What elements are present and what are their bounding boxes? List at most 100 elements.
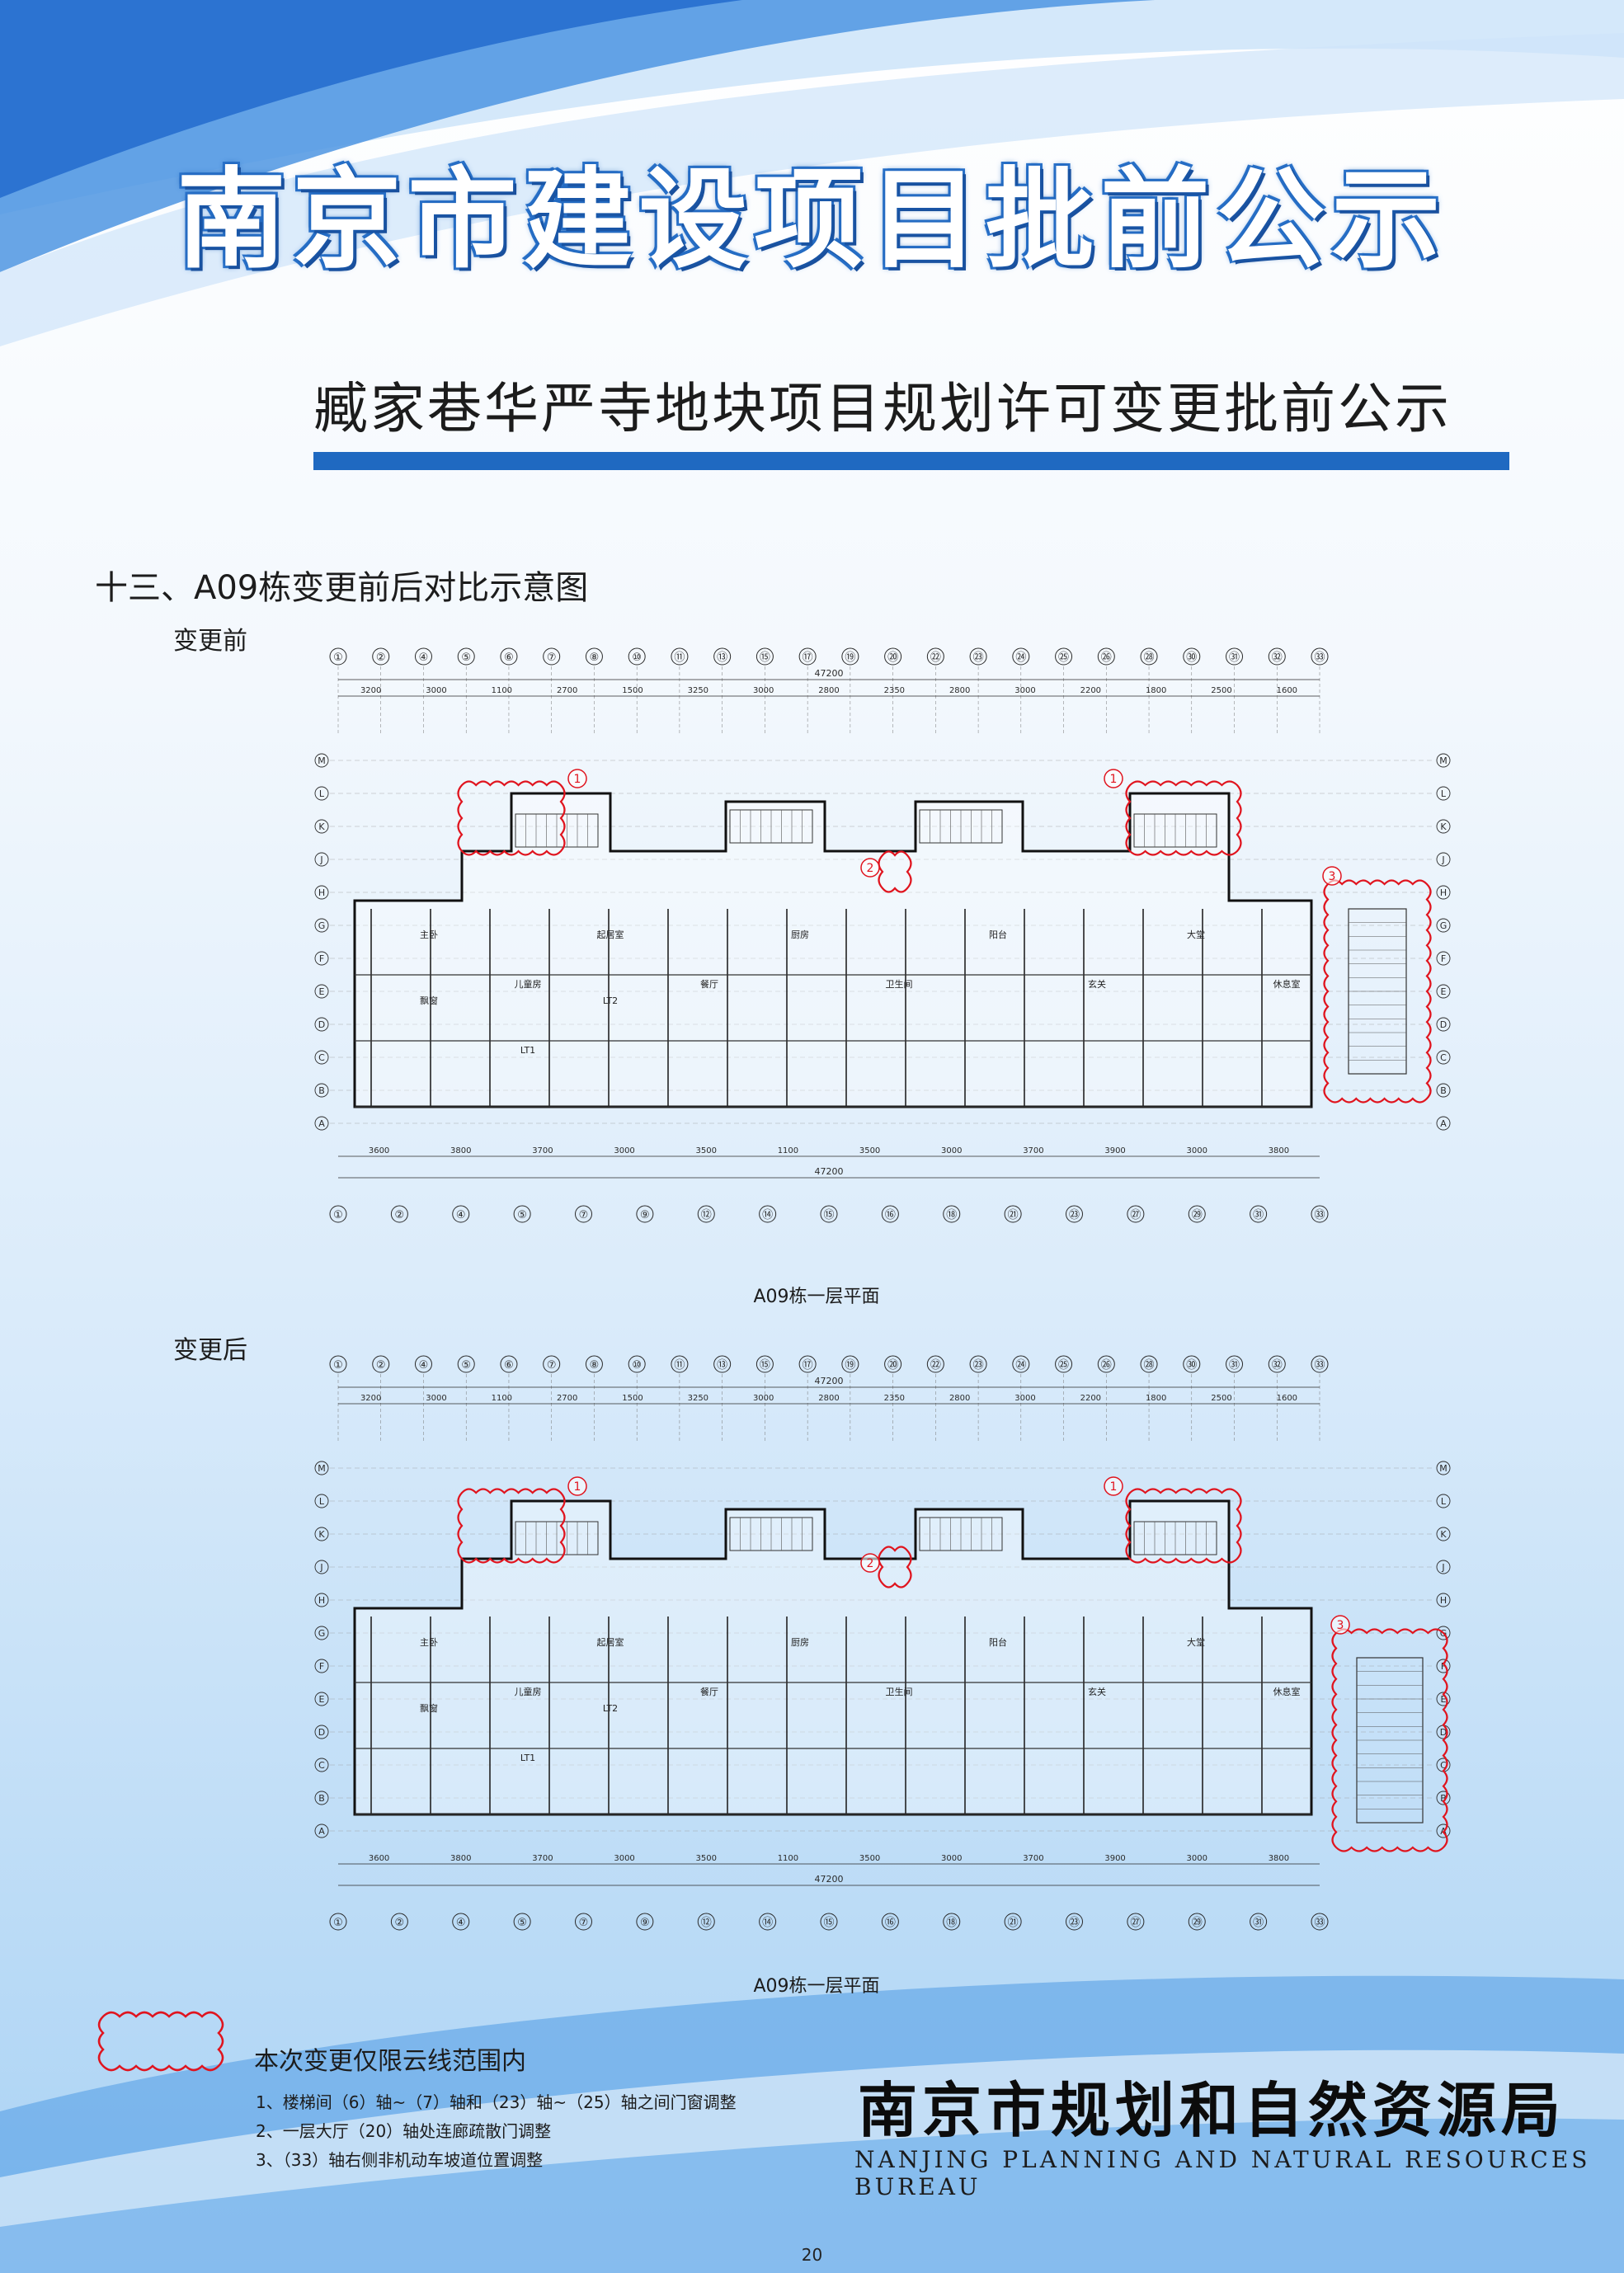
axis-bubble-top xyxy=(926,647,944,666)
axis-label-bottom: ④ xyxy=(456,1917,466,1929)
axis-bubble-side xyxy=(1436,819,1451,834)
axis-label-side: C xyxy=(318,1052,325,1063)
axis-bubble-side xyxy=(1436,1017,1451,1032)
axis-label-top: ㉚ xyxy=(1186,652,1197,664)
axis-bubble-bottom xyxy=(575,1913,592,1931)
axis-bubble-side xyxy=(1436,984,1451,999)
change-marker-circle xyxy=(567,1476,587,1496)
axis-label-top: ㉚ xyxy=(1186,1359,1197,1372)
dim-label-bottom: 3000 xyxy=(941,1854,962,1863)
change-marker-label: 1 xyxy=(1110,773,1118,786)
axis-bubble-top xyxy=(543,1355,561,1373)
axis-bubble-top xyxy=(329,1355,347,1373)
dim-label-top: 2700 xyxy=(557,1394,577,1403)
room-label: 起居室 xyxy=(597,929,624,940)
axis-label-side: H xyxy=(318,887,325,898)
change-marker-circle xyxy=(860,1553,880,1573)
axis-label-side: H xyxy=(1440,887,1447,898)
axis-bubble-side xyxy=(314,1758,329,1772)
axis-label-top: ㉓ xyxy=(973,1359,984,1372)
revision-cloud-3 xyxy=(878,850,912,893)
axis-label-bottom: ⑦ xyxy=(579,1917,589,1929)
dim-label-bottom: 3800 xyxy=(450,1146,471,1155)
axis-bubble-top xyxy=(628,647,646,666)
axis-bubble-side xyxy=(1436,852,1451,867)
room-label: 起居室 xyxy=(597,1636,624,1648)
axis-label-side: L xyxy=(1441,788,1447,799)
axis-bubble-side xyxy=(1436,885,1451,900)
room-label: LT2 xyxy=(603,995,618,1006)
dim-label-bottom: 3000 xyxy=(1187,1146,1207,1155)
axis-label-side: A xyxy=(1440,1118,1447,1129)
change-marker-label: 3 xyxy=(1329,870,1336,883)
axis-bubble-side xyxy=(314,984,329,999)
axis-bubble-side xyxy=(314,951,329,966)
agency-name-zh: 南京市规划和自然资源局 xyxy=(858,2075,1566,2145)
dim-label-bottom: 3800 xyxy=(1269,1146,1289,1155)
axis-label-bottom: ⑫ xyxy=(701,1917,712,1929)
axis-bubble-bottom xyxy=(881,1913,899,1931)
axis-label-bottom: ㉛ xyxy=(1253,1209,1264,1221)
change-marker-circle xyxy=(1104,1476,1123,1496)
dim-total-top: 47200 xyxy=(815,668,844,679)
room-label: 卫生间 xyxy=(886,978,913,990)
dim-label-bottom: 3500 xyxy=(859,1854,880,1863)
axis-label-top: ⑧ xyxy=(590,1359,600,1372)
axis-bubble-side xyxy=(1436,753,1451,768)
dim-label-top: 2500 xyxy=(1211,686,1231,695)
axis-bubble-bottom xyxy=(1311,1205,1329,1223)
dim-label-top: 3000 xyxy=(1014,1394,1035,1403)
axis-bubble-top xyxy=(1268,647,1286,666)
axis-bubble-bottom xyxy=(390,1913,408,1931)
dim-label-bottom: 3700 xyxy=(1023,1854,1043,1863)
axis-bubble-bottom xyxy=(575,1205,592,1223)
axis-bubble-side xyxy=(1436,1461,1451,1475)
axis-label-top: ⑳ xyxy=(887,1359,898,1372)
axis-label-side: G xyxy=(318,920,326,931)
axis-bubble-top xyxy=(500,647,518,666)
axis-label-side: B xyxy=(318,1085,325,1096)
legend-item-3: 3、（33）轴右侧非机动车坡道位置调整 xyxy=(256,2150,544,2170)
axis-bubble-top xyxy=(671,647,689,666)
axis-label-bottom: ⑨ xyxy=(640,1917,650,1929)
revision-cloud-4 xyxy=(1323,879,1432,1104)
axis-bubble-bottom xyxy=(943,1205,961,1223)
axis-label-top: ⑳ xyxy=(887,652,898,664)
axis-label-side: K xyxy=(1440,1529,1447,1540)
axis-label-side: B xyxy=(1440,1085,1447,1096)
axis-label-bottom: ⑫ xyxy=(701,1209,712,1221)
axis-bubble-bottom xyxy=(1250,1205,1268,1223)
dim-label-bottom: 3000 xyxy=(614,1854,634,1863)
axis-label-side: E xyxy=(1441,1694,1447,1705)
room-label: 阳台 xyxy=(989,1636,1007,1648)
dim-label-bottom: 3800 xyxy=(1269,1854,1289,1863)
dim-label-bottom: 3700 xyxy=(1023,1146,1043,1155)
axis-bubble-bottom xyxy=(1127,1913,1145,1931)
axis-label-side: K xyxy=(318,821,325,832)
axis-bubble-side xyxy=(1436,1692,1451,1706)
axis-label-bottom: ㉓ xyxy=(1069,1917,1080,1929)
axis-label-side: M xyxy=(1439,1463,1447,1474)
axis-bubble-side xyxy=(1436,1824,1451,1838)
axis-label-side: F xyxy=(1441,1661,1446,1672)
dim-label-top: 2700 xyxy=(557,686,577,695)
dim-label-top: 2350 xyxy=(884,686,905,695)
change-marker-label: 2 xyxy=(867,862,874,875)
axis-label-top: ⑰ xyxy=(803,1359,813,1372)
dim-label-bottom: 3500 xyxy=(696,1854,717,1863)
axis-label-bottom: ㉗ xyxy=(1130,1209,1141,1221)
axis-bubble-bottom xyxy=(820,1913,838,1931)
dim-label-bottom: 3500 xyxy=(696,1146,717,1155)
room-label: 飘窗 xyxy=(420,995,438,1006)
axis-label-top: ㉕ xyxy=(1058,652,1069,664)
axis-label-top: ⑩ xyxy=(632,1359,642,1372)
axis-label-side: C xyxy=(1440,1760,1447,1771)
axis-label-top: ② xyxy=(376,1359,386,1372)
axis-bubble-bottom xyxy=(1004,1913,1022,1931)
axis-label-top: ㉒ xyxy=(930,1359,941,1372)
axis-bubble-top xyxy=(671,1355,689,1373)
dim-label-top: 1500 xyxy=(622,686,643,695)
revision-cloud-legend-icon xyxy=(97,2011,224,2072)
